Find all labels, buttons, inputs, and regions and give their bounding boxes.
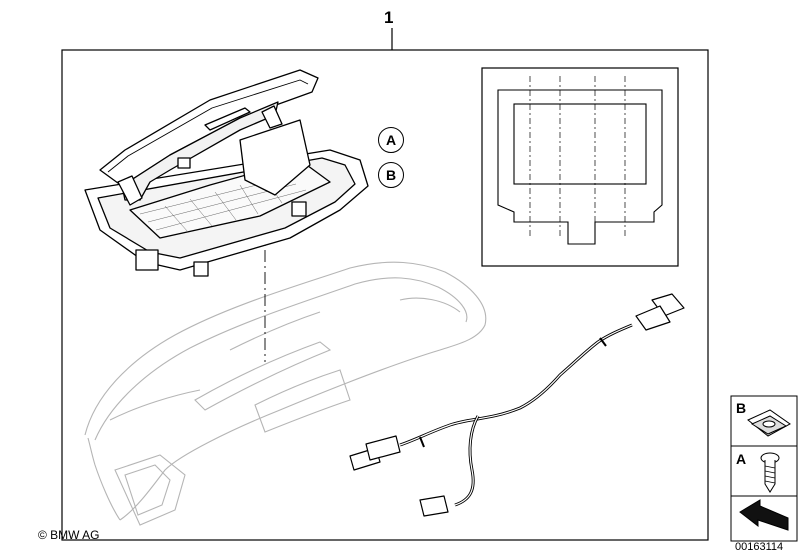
legend-letter-a: A xyxy=(736,451,747,467)
diagram-id: 00163114 xyxy=(735,541,784,553)
wiring-harness xyxy=(349,293,685,517)
legend-arrow-box xyxy=(730,495,798,542)
legend-b-box xyxy=(730,395,798,447)
legend-letter-b: B xyxy=(736,400,747,416)
clip-nut-icon xyxy=(747,409,791,437)
main-frame xyxy=(61,49,709,541)
dashboard-outline xyxy=(84,261,487,526)
legend-a-box xyxy=(730,445,798,497)
inset-template xyxy=(481,67,679,267)
part-number-label: 1 xyxy=(384,8,394,27)
storage-compartment xyxy=(84,69,369,277)
screw-icon xyxy=(760,452,780,493)
callout-b: B xyxy=(378,162,404,188)
diagram-arrow-icon xyxy=(739,499,789,531)
copyright-text: © BMW AG xyxy=(38,528,100,542)
callout-a: A xyxy=(378,127,404,153)
